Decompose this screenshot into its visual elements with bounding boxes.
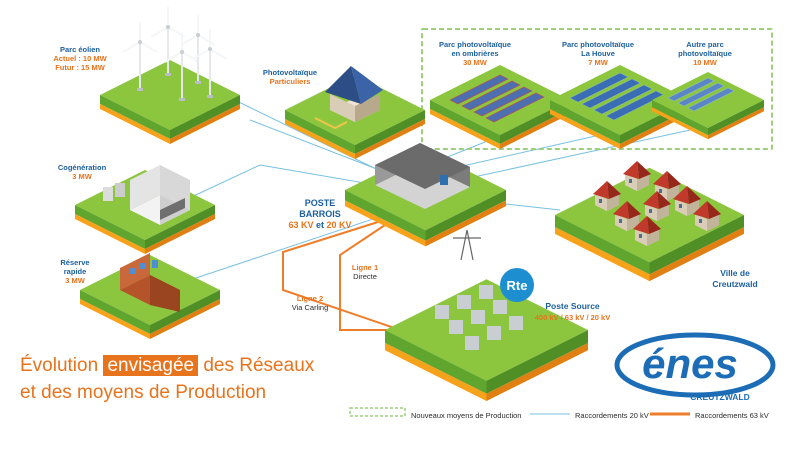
reserve-rapide-tile: [80, 253, 220, 339]
autre-parc-tile: [652, 72, 764, 140]
nouveaux-moyens-box: [421, 28, 773, 150]
reserve-label: Réserve rapide 3 MW: [60, 258, 90, 285]
legend-dash-swatch: [349, 407, 406, 417]
houve-label: Parc photovoltaïque La Houve 7 MW: [561, 40, 635, 67]
ville-label: Ville de Creutzwald: [712, 268, 758, 289]
particuliers-label: Photovoltaïque Particuliers: [262, 68, 318, 86]
parc-eolien-tile: [100, 6, 240, 144]
cogeneration-label: Cogénération 3 MW: [57, 163, 107, 181]
parc-houve-tile: [550, 65, 690, 149]
raccordements-63kv: [282, 221, 416, 336]
poste-barrois-label: POSTE BARROIS 63 KV et 20 KV: [288, 198, 352, 230]
ombrieres-label: Parc photovoltaïque en ombrières 30 MW: [438, 40, 512, 67]
legend-20kv: Raccordements 20 kV: [575, 411, 649, 420]
legend-nouveaux: Nouveaux moyens de Production: [411, 411, 522, 420]
legend-63kv: Raccordements 63 kV: [695, 411, 769, 420]
poste-barrois-tile: [345, 143, 506, 247]
eolien-label: Parc éolien Actuel : 10 MW Futur : 15 MW: [53, 45, 107, 72]
enes-logo-text: énes: [642, 340, 738, 387]
poste-source-label: Poste Source 400 kV / 63 kV / 20 kV: [534, 301, 611, 322]
rte-logo: Rte: [500, 268, 534, 302]
enes-city-text: CREUTZWALD: [690, 392, 750, 402]
page-title: Évolution envisagée des Réseaux et des m…: [20, 355, 315, 403]
pv-particuliers-tile: [285, 66, 425, 159]
ligne2-label: Ligne 2 Via Carling: [291, 294, 329, 312]
rte-logo-text: Rte: [507, 278, 528, 293]
parc-ombrieres-tile: [430, 65, 570, 149]
ville-tile: [555, 161, 744, 282]
autre-label: Autre parc photovoltaïque 10 MW: [678, 40, 732, 67]
cogeneration-tile: [75, 165, 215, 254]
ligne1-label: Ligne 1 Directe: [351, 263, 379, 281]
poste-source-tile: [385, 229, 588, 402]
enes-logo: énes CREUTZWALD: [614, 332, 776, 402]
